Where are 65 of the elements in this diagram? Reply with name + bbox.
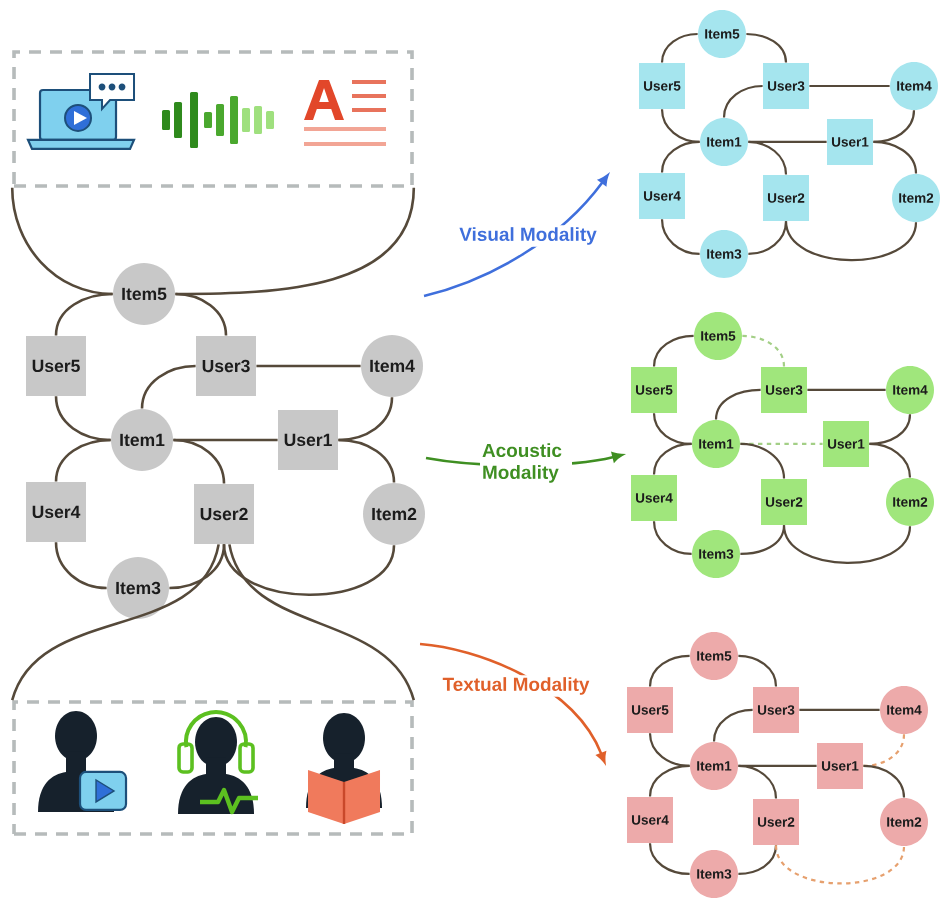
connector	[799, 708, 880, 712]
connector	[863, 764, 906, 798]
arrow-label: Textual Modality	[440, 675, 592, 697]
circle-node: Item4	[361, 334, 423, 397]
connector	[169, 544, 226, 590]
connector	[869, 442, 912, 478]
connector	[222, 544, 396, 596]
square-node: User3	[196, 335, 256, 396]
dashed-connector	[742, 334, 786, 367]
arrow-label: Visual Modality	[457, 225, 599, 247]
square-node: User4	[26, 481, 86, 542]
connector	[740, 442, 786, 479]
connector	[660, 109, 700, 144]
dashed-box	[12, 50, 414, 188]
connector	[54, 292, 113, 336]
connector	[660, 219, 700, 256]
connector	[807, 388, 886, 392]
circle-node: Item1	[111, 408, 173, 471]
connector	[873, 110, 916, 144]
connector	[738, 764, 778, 799]
dashed-box	[12, 700, 414, 836]
connector	[714, 388, 761, 420]
connector	[652, 413, 692, 446]
connector	[173, 438, 226, 484]
connector	[648, 654, 690, 687]
connector	[784, 221, 918, 262]
connector	[10, 187, 113, 296]
connector	[175, 292, 228, 336]
connector	[748, 221, 788, 256]
connector	[809, 84, 890, 88]
square-node: User2	[194, 483, 254, 544]
connector	[660, 32, 698, 63]
connector	[648, 843, 690, 876]
connector	[140, 364, 196, 409]
connector	[782, 525, 912, 564]
connector	[652, 442, 692, 475]
connector	[228, 543, 416, 701]
connector	[54, 542, 107, 590]
circle-node: Item2	[363, 482, 425, 545]
square-node: User1	[278, 409, 338, 470]
connector	[869, 414, 912, 446]
connector	[748, 140, 788, 175]
connector	[54, 396, 111, 442]
dashed-connector	[774, 845, 906, 885]
connector	[652, 521, 692, 556]
connector	[648, 764, 690, 797]
connector	[660, 140, 700, 173]
connector	[873, 140, 918, 174]
connector	[738, 845, 778, 876]
square-node: User5	[26, 335, 86, 396]
connector	[746, 32, 788, 63]
connector	[652, 334, 694, 367]
connector	[712, 708, 753, 742]
circle-node: Item3	[107, 556, 169, 619]
connector	[54, 438, 111, 482]
connector	[338, 438, 396, 483]
connector	[648, 733, 690, 768]
circle-node: Item5	[113, 262, 175, 325]
connector	[11, 543, 220, 701]
arrow-label: Acoustic Modality	[480, 441, 572, 485]
connector	[722, 84, 763, 118]
connector	[738, 654, 778, 687]
connector	[256, 364, 361, 368]
connector	[338, 397, 394, 442]
connector	[740, 525, 786, 556]
